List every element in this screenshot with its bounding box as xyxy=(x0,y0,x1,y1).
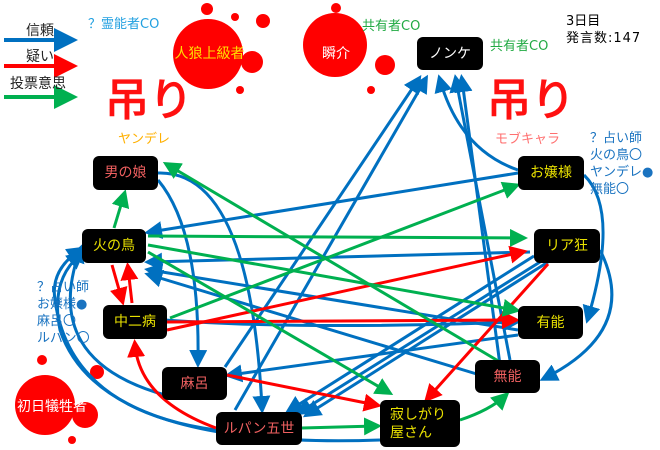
seer-left-line: ？占い師 xyxy=(37,280,90,295)
node-jinro[interactable]: 人狼上級者 xyxy=(174,45,245,62)
seer-right-line: 火の鳥〇 xyxy=(590,148,643,163)
node-nonke[interactable]: ノンケ xyxy=(417,37,483,70)
mason-co-note-2: 共有者CO xyxy=(490,39,549,54)
hang-target-right: モブキャラ xyxy=(495,132,561,147)
mason-co-note-1: 共有者CO xyxy=(362,19,421,34)
node-hinotori[interactable]: 火の鳥 xyxy=(82,229,146,263)
node-sabishigariya[interactable]: 寂しがり 屋さん xyxy=(380,400,460,447)
medium-co-note: ？霊能者CO xyxy=(88,17,160,32)
node-ojousama[interactable]: お嬢様 xyxy=(518,156,584,190)
node-riakyo[interactable]: リア狂 xyxy=(534,229,600,263)
node-maro[interactable]: 麻呂 xyxy=(162,367,227,400)
hang-target-left: ヤンデレ xyxy=(118,132,171,147)
seer-right-line: 無能〇 xyxy=(590,182,630,197)
node-sabishigariya-line1: 寂しがり xyxy=(390,406,446,423)
hang-mark-left: 吊り xyxy=(105,75,193,126)
seer-left-line: 麻呂〇 xyxy=(37,314,77,329)
day-counter: 3日目 xyxy=(566,14,601,29)
node-sabishigariya-line2: 屋さん xyxy=(390,424,432,441)
legend-trust: 信頼 xyxy=(26,23,54,39)
node-otokonoko[interactable]: 男の娘 xyxy=(93,156,158,190)
doubt-arrows xyxy=(110,245,550,430)
remark-count: 発言数:147 xyxy=(566,31,642,46)
node-yuno[interactable]: 有能 xyxy=(518,306,583,339)
node-shunsuke[interactable]: 瞬介 xyxy=(322,45,350,62)
node-shonichi-victim[interactable]: 初日犠牲者 xyxy=(17,398,87,415)
node-muno[interactable]: 無能 xyxy=(475,360,540,393)
legend-vote: 投票意思 xyxy=(10,76,66,92)
seer-claim-left: ？占い師 お嬢様● 麻呂〇 ルパン〇 xyxy=(37,279,90,347)
legend-arrows xyxy=(4,28,78,109)
seer-right-line: ヤンデレ● xyxy=(590,165,654,180)
seer-left-line: お嬢様● xyxy=(37,297,88,312)
hang-mark-right: 吊り xyxy=(487,75,575,126)
node-lupin[interactable]: ルパン五世 xyxy=(216,412,302,445)
legend-doubt: 疑い xyxy=(26,49,54,65)
blood-splatter xyxy=(15,3,395,444)
node-chuni[interactable]: 中二病 xyxy=(103,305,167,339)
seer-right-line: ？占い師 xyxy=(590,131,643,146)
vote-arrows xyxy=(111,161,528,436)
seer-left-line: ルパン〇 xyxy=(37,331,90,346)
seer-claim-right: ？占い師 火の鳥〇 ヤンデレ● 無能〇 xyxy=(590,130,653,198)
